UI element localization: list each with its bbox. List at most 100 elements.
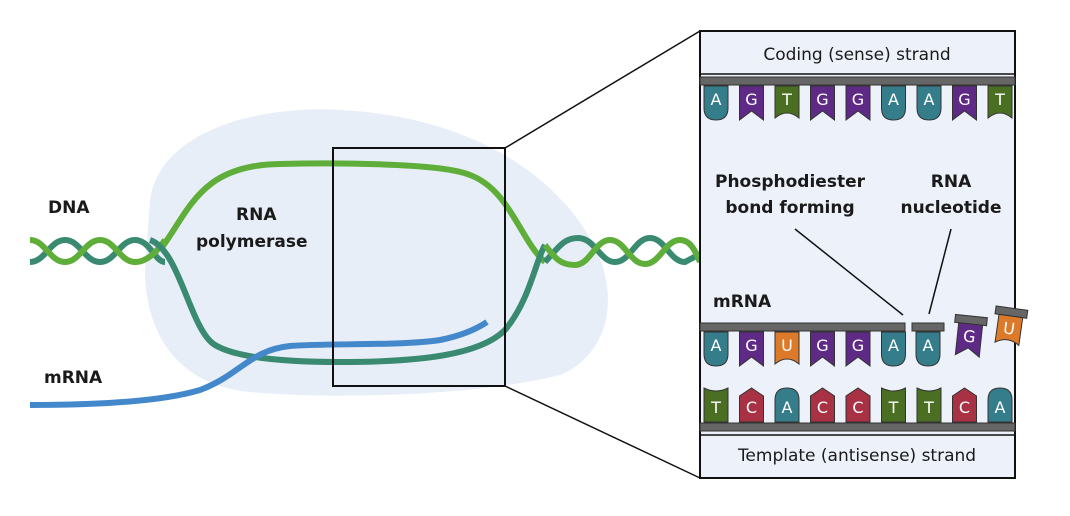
- zoom-region-box: [332, 147, 506, 387]
- base-letter: T: [888, 398, 899, 417]
- base-letter: G: [852, 90, 864, 109]
- rna-nucleotide-label-1: RNA: [931, 172, 972, 192]
- base-shape: [774, 387, 800, 423]
- rna-polymerase-label-2: polymerase: [196, 232, 308, 252]
- base-letter: A: [711, 336, 722, 355]
- rna-nucleotide-pointer: [928, 228, 952, 315]
- nucleotide-c: C: [845, 387, 871, 423]
- mrna-backbone: [699, 322, 906, 332]
- base-shape: [952, 387, 977, 423]
- base-letter: G: [962, 326, 976, 346]
- nucleotide-a: A: [774, 387, 800, 423]
- phosphodiester-pointer: [794, 228, 904, 316]
- template-strand-label: Template (antisense) strand: [737, 446, 976, 466]
- base-shape: [703, 85, 729, 121]
- phosphodiester-label-2: bond forming: [725, 198, 854, 218]
- nucleotide-t: T: [703, 387, 729, 423]
- coding-strand-label: Coding (sense) strand: [763, 45, 950, 65]
- base-letter: G: [958, 90, 970, 109]
- base-shape: [916, 85, 942, 121]
- base-letter: C: [817, 398, 828, 417]
- base-letter: T: [923, 398, 934, 417]
- zoom-line-top: [504, 30, 701, 149]
- dna-template-strand: [148, 237, 548, 366]
- nucleotide-a: A: [881, 331, 906, 367]
- base-shape: [845, 85, 871, 121]
- nucleotide-c: C: [952, 387, 977, 423]
- dna-label: DNA: [48, 198, 90, 218]
- base-letter: U: [1002, 318, 1016, 338]
- base-shape: [881, 331, 906, 367]
- base-shape: [916, 387, 942, 423]
- incoming-nucleotide-g: G: [954, 313, 988, 359]
- base-shape: [774, 85, 800, 120]
- nucleotide-t: T: [987, 85, 1013, 120]
- base-letter: A: [782, 398, 793, 417]
- dna-strand-teal-left: [29, 236, 166, 266]
- base-shape: [739, 331, 764, 367]
- base-shape: [952, 85, 977, 121]
- incoming-nucleotide-backbone: [911, 322, 945, 332]
- base-shape: [845, 331, 871, 367]
- base-shape: [774, 331, 800, 366]
- nucleotide-c: C: [810, 387, 835, 423]
- nucleotide-g: G: [952, 85, 977, 121]
- nucleotide-a: A: [987, 387, 1013, 423]
- base-shape: [987, 85, 1013, 120]
- base-shape: [810, 387, 835, 423]
- base-letter: A: [924, 90, 935, 109]
- base-letter: C: [746, 398, 757, 417]
- mrna-strand: [29, 319, 489, 408]
- base-shape: [810, 331, 835, 367]
- base-letter: G: [816, 336, 828, 355]
- nucleotide-t: T: [881, 387, 906, 423]
- rna-nucleotide-label-2: nucleotide: [901, 198, 1002, 218]
- base-shape: [845, 387, 871, 423]
- phosphodiester-label-1: Phosphodiester: [715, 172, 866, 192]
- nucleotide-g: G: [739, 85, 764, 121]
- base-shape: [881, 85, 906, 121]
- template-backbone: [699, 422, 1016, 432]
- incoming-nucleotide-u: U: [994, 305, 1029, 347]
- base-letter: A: [923, 336, 934, 355]
- zoom-panel: Coding (sense) strand Template (antisens…: [699, 30, 1029, 479]
- base-letter: G: [745, 90, 757, 109]
- rna-polymerase-label-1: RNA: [236, 205, 277, 225]
- nucleotide-t: T: [774, 85, 800, 120]
- nucleotide-g: G: [739, 331, 764, 367]
- base-letter: T: [710, 398, 721, 417]
- base-letter: G: [816, 90, 828, 109]
- dna-strand-green-left: [29, 236, 168, 266]
- nucleotide-a: A: [881, 85, 906, 121]
- base-shape: [739, 85, 764, 121]
- base-shape: [915, 331, 941, 367]
- coding-backbone: [699, 76, 1016, 86]
- dna-strand-green-right: [542, 236, 703, 269]
- base-letter: A: [995, 398, 1006, 417]
- base-shape: [739, 387, 764, 423]
- dna-coding-strand: [157, 160, 548, 265]
- nucleotide-t: T: [916, 387, 942, 423]
- base-shape: [881, 387, 906, 423]
- nucleotide-a: A: [916, 85, 942, 121]
- nucleotide-a: A: [915, 331, 941, 367]
- base-letter: G: [745, 336, 757, 355]
- base-letter: A: [711, 90, 722, 109]
- nucleotide-a: A: [703, 331, 729, 367]
- base-shape: [987, 387, 1013, 423]
- base-shape: [703, 331, 729, 367]
- base-letter: C: [959, 398, 970, 417]
- base-letter: A: [888, 336, 899, 355]
- zoom-line-bottom: [504, 385, 701, 479]
- base-letter: U: [781, 336, 793, 355]
- nucleotide-a: A: [703, 85, 729, 121]
- nucleotide-g: G: [810, 331, 835, 367]
- nucleotide-c: C: [739, 387, 764, 423]
- base-shape: [703, 387, 729, 423]
- nucleotide-g: G: [845, 331, 871, 367]
- base-letter: A: [888, 90, 899, 109]
- base-shape: [810, 85, 835, 121]
